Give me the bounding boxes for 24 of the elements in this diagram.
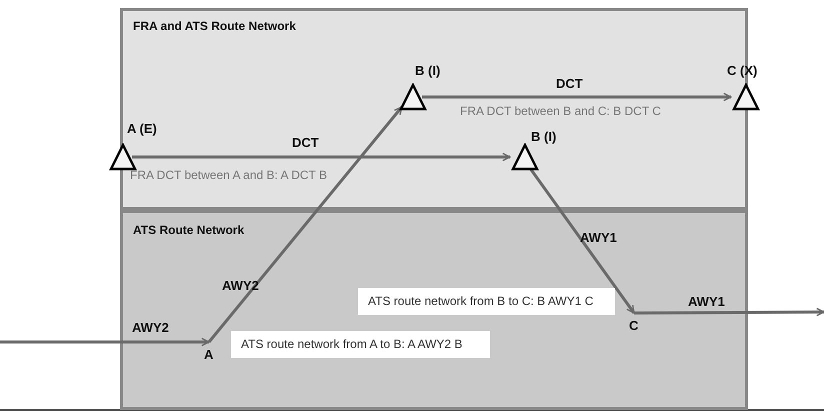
edge-label: AWY2 (222, 278, 259, 293)
edge-label: AWY1 (580, 230, 617, 245)
region-title: ATS Route Network (133, 223, 244, 237)
route-arrow (422, 92, 732, 102)
edge-label: AWY1 (688, 294, 725, 309)
edge-label: AWY2 (132, 320, 169, 335)
note-box: ATS route network from A to B: A AWY2 B (231, 331, 490, 358)
waypoint-label: B (I) (415, 63, 440, 78)
route-arrow (208, 106, 403, 343)
note-box: ATS route network from B to C: B AWY1 C (358, 288, 615, 315)
waypoint-label: A (E) (127, 121, 157, 136)
route-arrow (132, 152, 511, 162)
route-arrow (634, 308, 824, 316)
edge-label: DCT (292, 135, 319, 150)
region-band (120, 210, 748, 410)
route-caption: FRA DCT between A and B: A DCT B (130, 168, 327, 182)
waypoint-label: C (X) (727, 63, 758, 78)
point-label: A (204, 347, 214, 362)
waypoint-label: B (I) (531, 129, 556, 144)
region-title: FRA and ATS Route Network (133, 19, 296, 33)
edge-label: DCT (556, 76, 583, 91)
route-arrow (0, 338, 210, 346)
route-caption: FRA DCT between B and C: B DCT C (460, 104, 661, 118)
point-label: C (629, 318, 638, 333)
